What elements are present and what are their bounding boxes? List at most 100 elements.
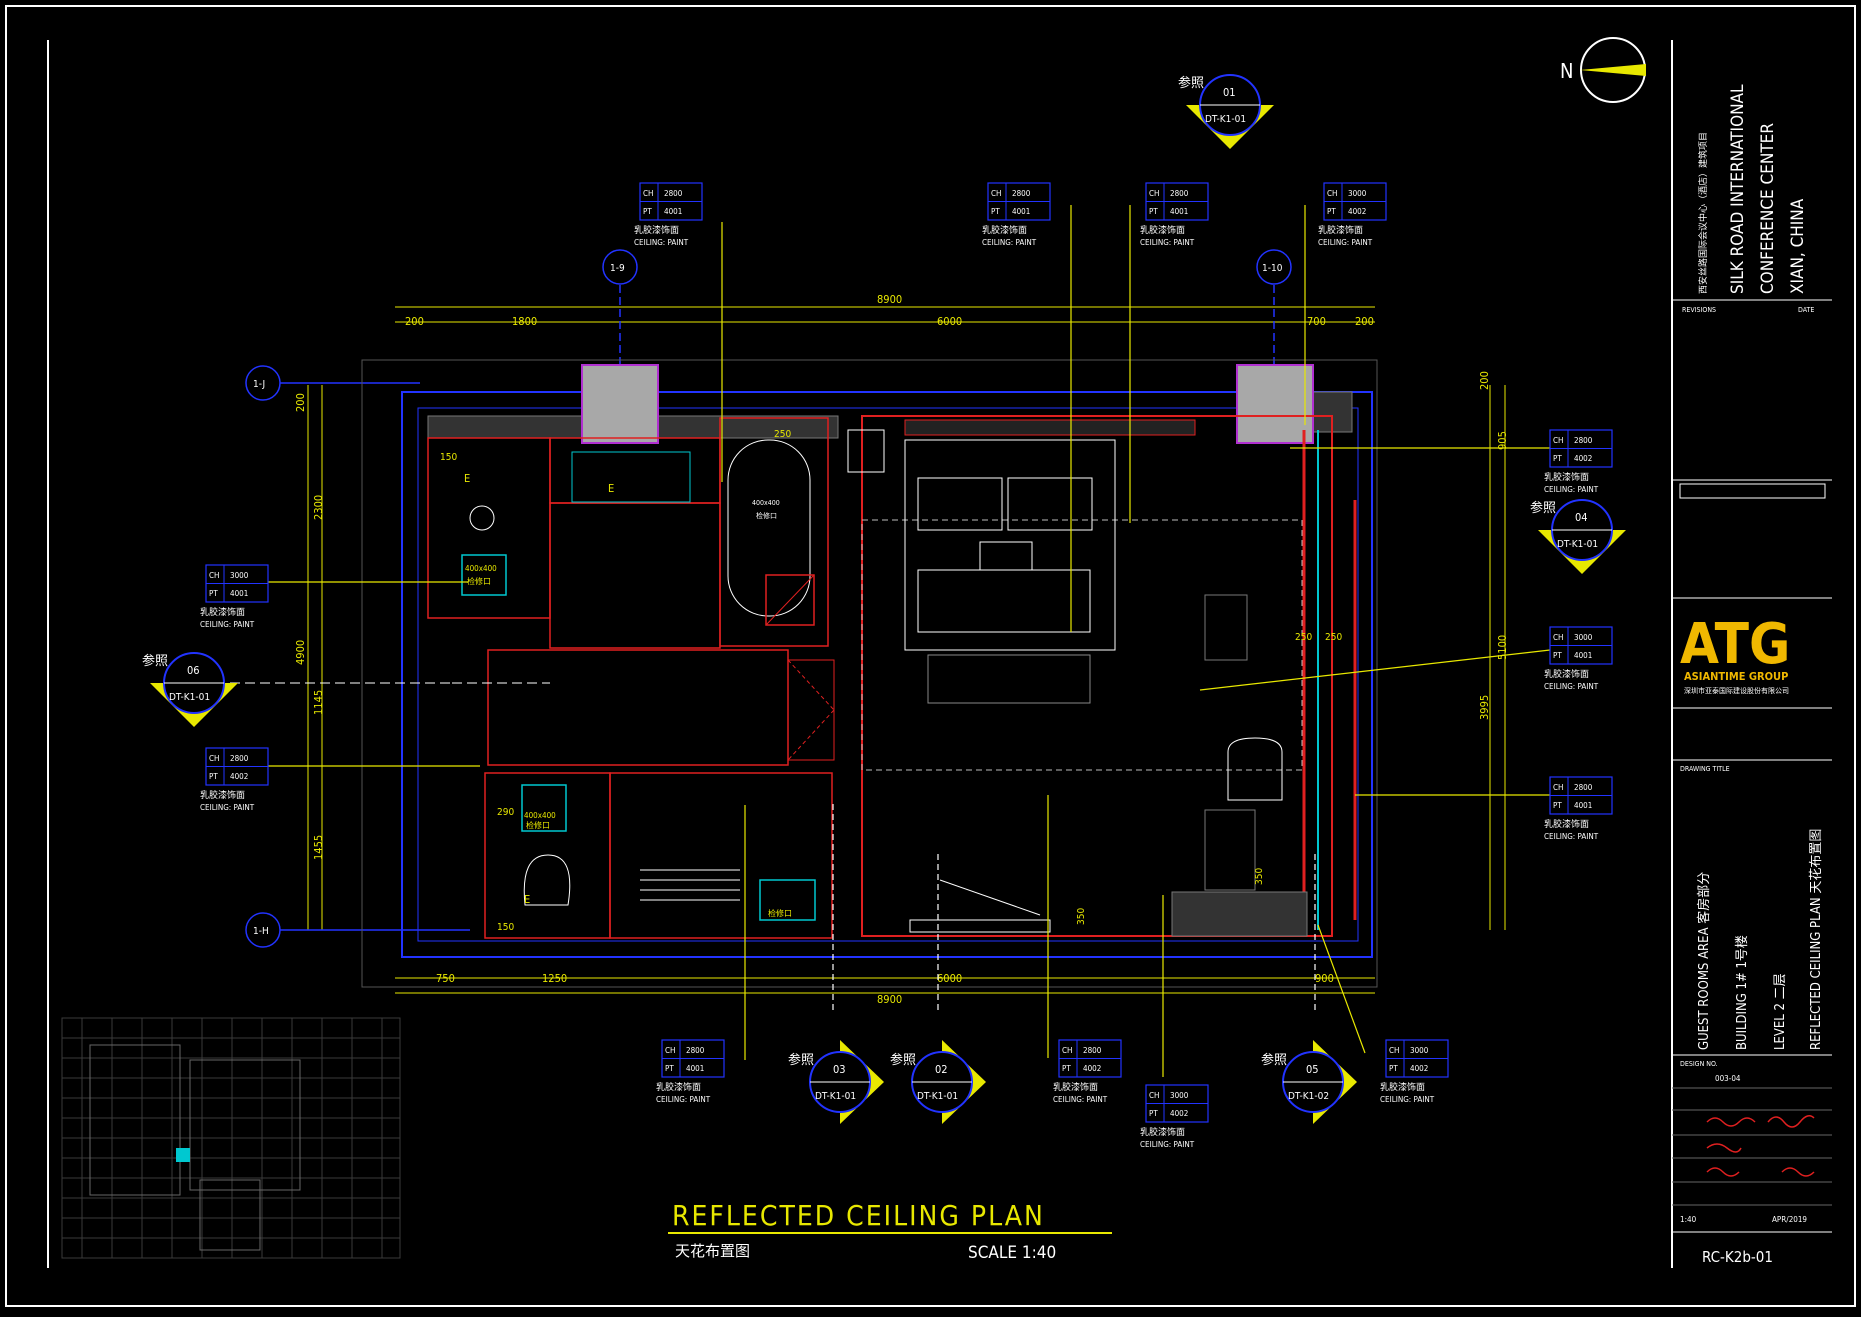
- dim-right-total: 5100: [1496, 635, 1509, 660]
- tag-ch-value: 2800: [1083, 1046, 1102, 1055]
- project-line-3: XIAN, CHINA: [1788, 198, 1808, 294]
- callout-cn-label: 参照: [788, 1052, 814, 1068]
- dim-bottom-seg-3: 6000: [937, 972, 962, 985]
- dim-inner-1: 250: [774, 429, 791, 440]
- tag-key-pt: PT: [1553, 454, 1562, 463]
- title-block: 西安丝路国际会议中心（酒店）建筑项目 SILK ROAD INTERNATION…: [1672, 84, 1832, 1266]
- tag-key-ch: CH: [209, 754, 219, 763]
- access-panel-4-cn: 检修口: [768, 908, 792, 918]
- tag-key-pt: PT: [1327, 207, 1336, 216]
- tag-key-pt: PT: [1149, 207, 1158, 216]
- callout-cn-label: 参照: [1261, 1052, 1287, 1068]
- design-no: 003-04: [1715, 1074, 1741, 1083]
- signature-3: [1706, 1143, 1742, 1153]
- tag-finish-en: CEILING: PAINT: [200, 620, 255, 629]
- tag-pt-value: 4001: [664, 207, 682, 216]
- tag-finish-en: CEILING: PAINT: [1140, 238, 1195, 247]
- logo-sub: ASIANTIME GROUP: [1684, 670, 1788, 683]
- tag-ch-value: 3000: [1410, 1046, 1429, 1055]
- tag-key-ch: CH: [665, 1046, 675, 1055]
- signature-2: [1767, 1115, 1815, 1128]
- tag-ch-value: 3000: [1170, 1091, 1189, 1100]
- tag-pt-value: 4002: [1083, 1064, 1101, 1073]
- tag-key-pt: PT: [1389, 1064, 1398, 1073]
- callout-ref: DT-K1-01: [1205, 114, 1246, 125]
- tag-key-ch: CH: [209, 571, 219, 580]
- tag-ch-value: 2800: [230, 754, 249, 763]
- tag-key-ch: CH: [991, 189, 1001, 198]
- tag-pt-value: 4002: [230, 772, 248, 781]
- tag-pt-value: 4001: [1574, 651, 1592, 660]
- callout-number: 01: [1223, 86, 1236, 99]
- drawing-title-2: BUILDING 1# 1号楼: [1735, 935, 1750, 1050]
- tag-key-ch: CH: [1062, 1046, 1072, 1055]
- tag-pt-value: 4002: [1170, 1109, 1188, 1118]
- light-fixture-icon: [469, 505, 495, 531]
- dim-left-seg-4: 1455: [312, 835, 325, 860]
- column-right: [1236, 364, 1314, 444]
- key-plan: [61, 1017, 401, 1259]
- tag-key-pt: PT: [643, 207, 652, 216]
- tag-finish-cn: 乳胶漆饰面: [1544, 818, 1589, 830]
- dim-inner-8: 350: [1076, 908, 1087, 925]
- tag-ch-value: 2800: [1574, 436, 1593, 445]
- tag-finish-cn: 乳胶漆饰面: [1544, 668, 1589, 680]
- column-left: [581, 364, 659, 444]
- access-panel-1-cn: 检修口: [467, 576, 491, 586]
- callout-number: 05: [1306, 1063, 1319, 1076]
- tag-key-pt: PT: [1553, 801, 1562, 810]
- dimension-lines: [307, 306, 1506, 994]
- tag-pt-value: 4002: [1574, 454, 1592, 463]
- dim-inner-2: 150: [440, 452, 457, 463]
- tag-key-ch: CH: [1553, 783, 1563, 792]
- dim-left-seg-1: 200: [294, 393, 307, 412]
- dim-top-seg-1: 200: [405, 315, 424, 328]
- logo-text: ATG: [1680, 612, 1790, 677]
- tag-finish-cn: 乳胶漆饰面: [982, 224, 1027, 236]
- dim-right-seg-3: 3995: [1478, 695, 1491, 720]
- outer-border: [5, 5, 1856, 1307]
- access-panel-2-cn: 检修口: [756, 511, 777, 520]
- tag-finish-en: CEILING: PAINT: [1380, 1095, 1435, 1104]
- tag-key-pt: PT: [209, 772, 218, 781]
- exhaust-label-1: E: [464, 472, 470, 485]
- tag-finish-cn: 乳胶漆饰面: [656, 1081, 701, 1093]
- dim-inner-7: 350: [1254, 868, 1265, 885]
- design-no-label: DESIGN NO.: [1680, 1060, 1718, 1068]
- tag-finish-en: CEILING: PAINT: [1544, 485, 1599, 494]
- revisions-label: REVISIONS: [1682, 306, 1716, 314]
- tag-finish-cn: 乳胶漆饰面: [1140, 224, 1185, 236]
- tag-pt-value: 4002: [1348, 207, 1366, 216]
- project-name-cn: 西安丝路国际会议中心（酒店）建筑项目: [1697, 132, 1709, 294]
- tag-finish-cn: 乳胶漆饰面: [1380, 1081, 1425, 1093]
- tag-ch-value: 2800: [1574, 783, 1593, 792]
- project-line-2: CONFERENCE CENTER: [1758, 123, 1778, 294]
- dim-inner-3: 290: [497, 807, 514, 818]
- tag-ch-value: 3000: [1348, 189, 1367, 198]
- dim-bottom-seg-1: 750: [436, 972, 455, 985]
- tag-ch-value: 2800: [1012, 189, 1031, 198]
- tag-finish-en: CEILING: PAINT: [1140, 1140, 1195, 1149]
- project-line-1: SILK ROAD INTERNATIONAL: [1728, 84, 1748, 294]
- drawing-title-label: DRAWING TITLE: [1680, 765, 1730, 773]
- grid-label-1-9: 1-9: [610, 263, 625, 274]
- signature-5: [1781, 1167, 1815, 1177]
- tag-finish-cn: 乳胶漆饰面: [200, 789, 245, 801]
- callout-ref: DT-K1-02: [1288, 1091, 1329, 1102]
- tag-key-pt: PT: [1062, 1064, 1071, 1073]
- tag-ch-value: 3000: [230, 571, 249, 580]
- dim-inner-6: 250: [1325, 632, 1342, 643]
